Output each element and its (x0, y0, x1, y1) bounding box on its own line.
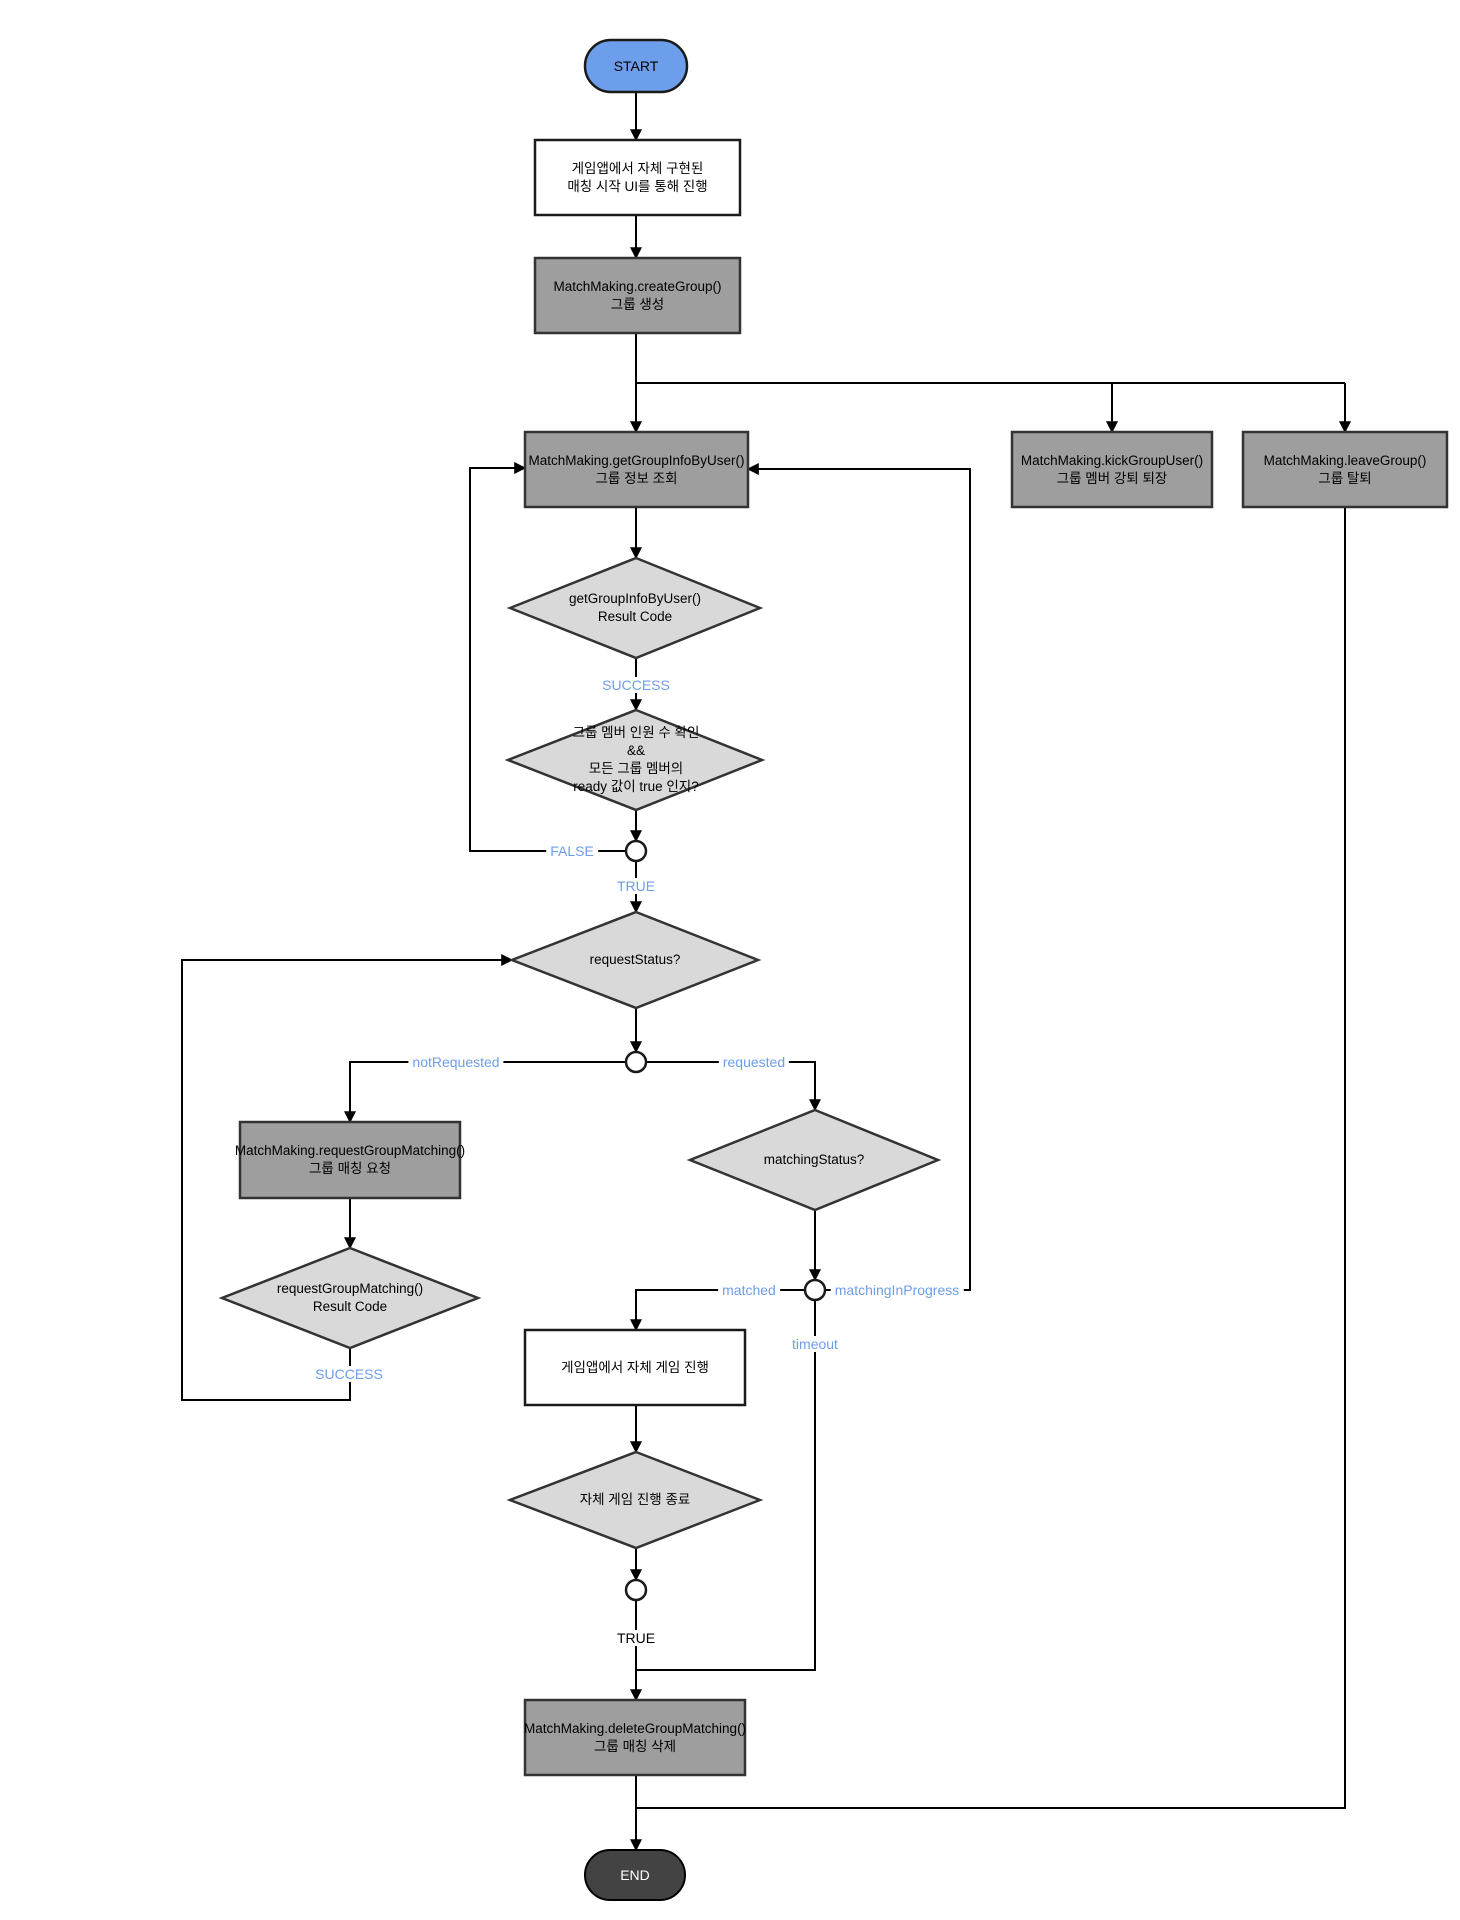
game-end-diamond-shape (506, 1450, 764, 1550)
request-status-diamond-shape (508, 910, 762, 1010)
edge-label-requested: requested (718, 1054, 790, 1070)
play-game-box-shape (523, 1328, 747, 1407)
edge-timeout-line (636, 1300, 816, 1671)
request-matching-result-diamond-shape (218, 1246, 482, 1350)
get-group-info-box-shape (523, 430, 750, 509)
edge-label-matching-in-progress: matchingInProgress (830, 1282, 964, 1298)
leave-group-box-shape (1241, 430, 1449, 509)
kick-group-user-box-shape (1010, 430, 1214, 509)
get-info-result-diamond-shape (506, 556, 764, 660)
request-group-matching-box-shape (238, 1120, 462, 1200)
edge-label-success-1: SUCCESS (598, 677, 674, 693)
member-ready-check-diamond-shape (504, 708, 766, 812)
create-group-box-shape (533, 256, 742, 335)
edge-requested-to-matching-status (646, 1061, 821, 1112)
junction-circle-game-end (624, 1578, 648, 1602)
edge-label-success-2: SUCCESS (311, 1366, 387, 1382)
matching-status-diamond-shape (686, 1108, 942, 1212)
start-node-shape (583, 38, 689, 94)
edge-label-not-requested: notRequested (408, 1054, 504, 1070)
edge-leave-group-loop (636, 507, 1346, 1809)
edge-label-true-2: TRUE (612, 1630, 660, 1646)
edge-label-false: FALSE (546, 843, 598, 859)
end-node-shape (584, 1849, 686, 1901)
junction-circle-request-status (624, 1050, 648, 1074)
junction-circle-matching-status (803, 1278, 827, 1302)
edge-label-matched: matched (718, 1282, 780, 1298)
edge-success-loop-to-request-status (181, 954, 514, 1401)
edge-label-timeout: timeout (788, 1336, 842, 1352)
edge-not-requested-to-request-matching (344, 1061, 626, 1124)
edge-label-true-1: TRUE (612, 878, 660, 894)
junction-circle-member-check (624, 839, 648, 863)
delete-group-matching-box-shape (523, 1698, 747, 1777)
matching-ui-box-shape (533, 138, 742, 217)
